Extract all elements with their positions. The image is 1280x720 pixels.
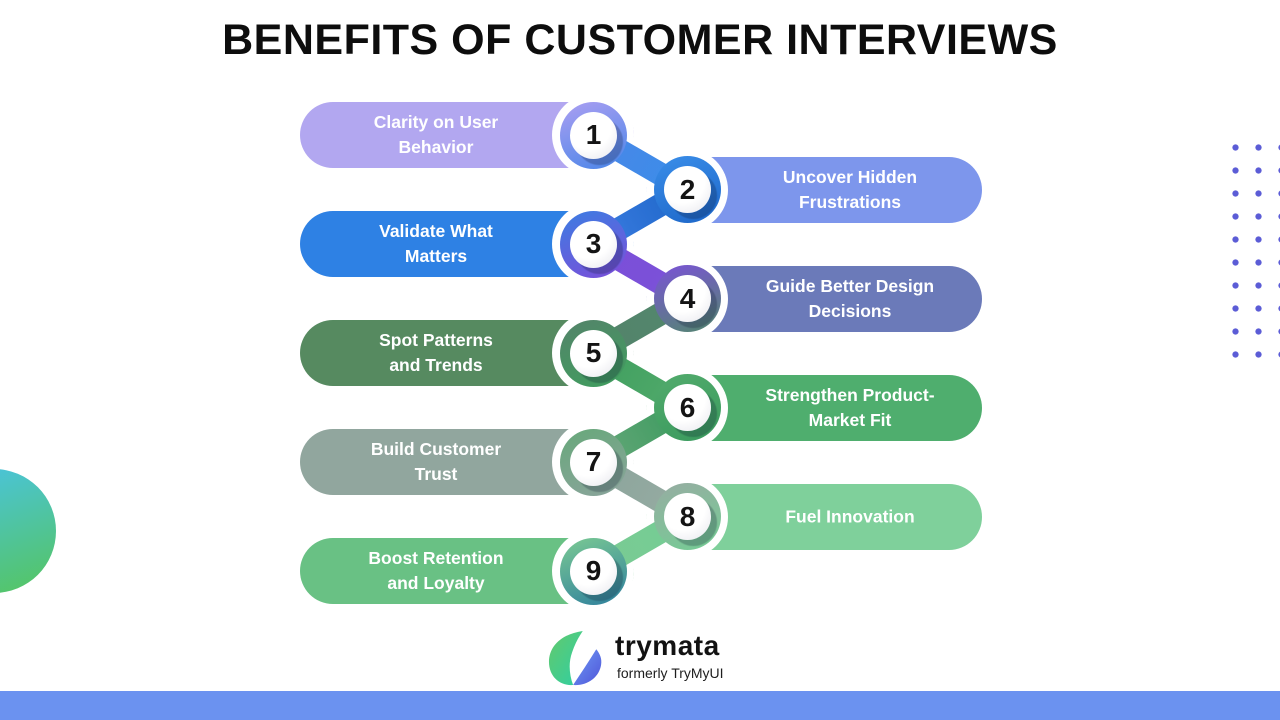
number-badge-9: 9: [570, 547, 617, 595]
benefit-number: 4: [679, 282, 696, 314]
bottom-accent-bar: [0, 691, 1280, 720]
page-title: BENEFITS OF CUSTOMER INTERVIEWS: [222, 16, 1058, 64]
benefit-label-line: Market Fit: [808, 409, 892, 430]
number-badge-6: 6: [664, 384, 711, 431]
benefit-label-line: and Trends: [389, 355, 483, 375]
number-badge-3: 3: [570, 220, 617, 268]
decor-dot-grid: [1224, 136, 1280, 367]
benefit-number: 7: [585, 446, 602, 477]
number-badge-5: 5: [570, 329, 617, 377]
benefit-label-line: Strengthen Product-: [765, 384, 935, 405]
benefit-label-line: Guide Better Design: [765, 275, 935, 296]
benefit-number: 6: [679, 391, 696, 423]
benefit-label-line: Build Customer: [370, 439, 502, 459]
benefit-label-line: Spot Patterns: [379, 330, 493, 350]
benefit-label-line: Boost Retention: [368, 548, 504, 568]
trymata-logo-icon: [548, 630, 602, 686]
benefit-label-line: Fuel Innovation: [785, 506, 915, 526]
benefit-label-line: Frustrations: [798, 191, 902, 212]
number-badge-1: 1: [570, 111, 617, 159]
benefit-label-line: Validate What: [379, 221, 493, 241]
benefit-number: 9: [585, 555, 602, 586]
number-badge-8: 8: [664, 493, 711, 540]
benefit-label: Fuel Innovation: [718, 504, 982, 529]
benefit-label-line: Trust: [414, 464, 458, 484]
benefit-label-line: and Loyalty: [387, 573, 485, 593]
benefit-label: Strengthen Product- Market Fit: [718, 383, 982, 433]
benefit-number: 2: [679, 173, 696, 205]
benefit-number: 3: [585, 228, 602, 259]
benefit-label: Boost Retention and Loyalty: [300, 546, 572, 596]
brand-tagline: formerly TryMyUI: [617, 665, 724, 681]
benefit-label: Spot Patterns and Trends: [300, 328, 572, 378]
benefit-number: 1: [585, 119, 602, 150]
benefit-label-line: Matters: [404, 246, 468, 266]
number-badge-4: 4: [664, 275, 711, 322]
number-badge-7: 7: [570, 438, 617, 486]
brand-name: trymata: [615, 630, 720, 661]
benefit-number: 5: [585, 337, 602, 368]
benefit-number: 8: [679, 500, 696, 532]
benefit-label-line: Decisions: [808, 300, 892, 321]
benefit-label-line: Behavior: [398, 137, 474, 157]
number-badge-2: 2: [664, 166, 711, 213]
benefit-label-line: Clarity on User: [373, 112, 499, 132]
benefit-label-line: Uncover Hidden: [782, 166, 918, 187]
